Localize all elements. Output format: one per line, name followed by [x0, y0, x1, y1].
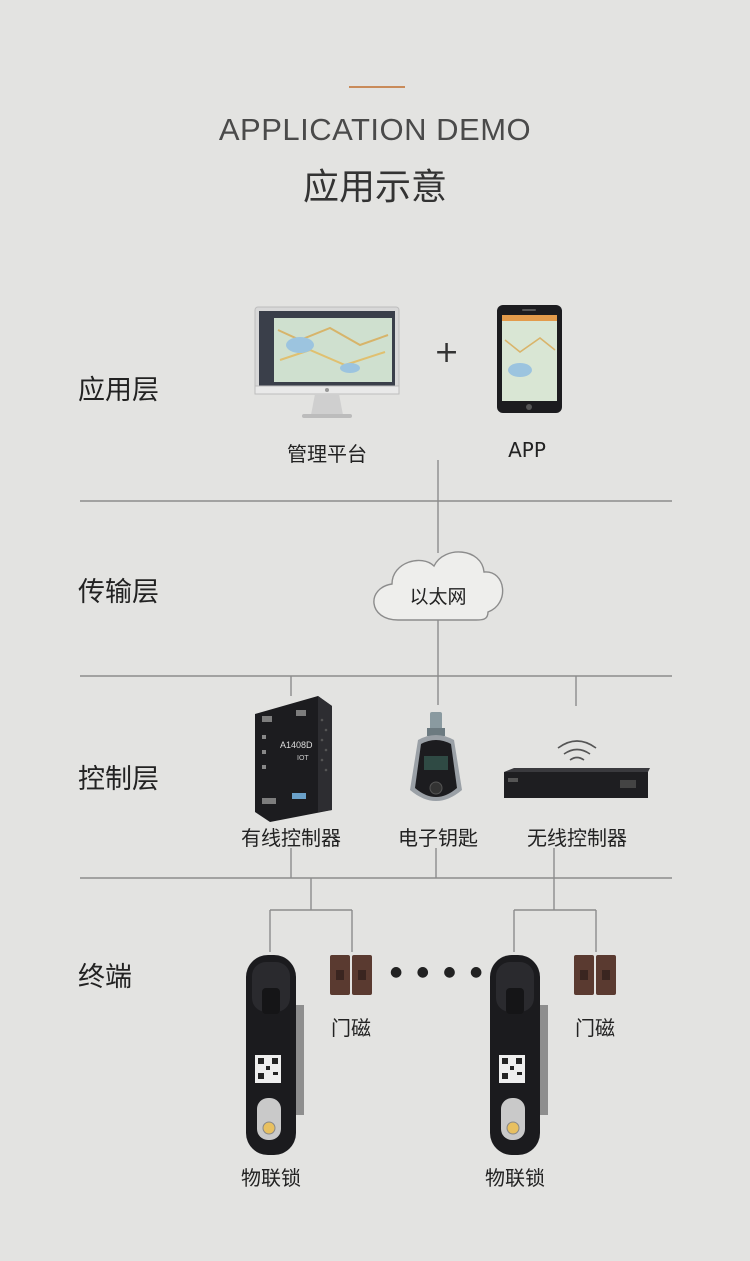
layer-label-terminal: 终端 — [78, 962, 132, 993]
smartphone-icon — [497, 305, 562, 413]
wireless-controller-label: 无线控制器 — [527, 826, 627, 850]
cloud-icon — [373, 551, 504, 621]
door-sensor-icon-2 — [574, 955, 616, 995]
title-english: APPLICATION DEMO — [218, 112, 532, 147]
electronic-key-label: 电子钥匙 — [398, 826, 478, 850]
electronic-key-icon — [410, 712, 462, 801]
wireless-controller-icon — [504, 740, 650, 798]
wifi-icon — [557, 740, 597, 761]
iot-lock-icon-2 — [490, 955, 548, 1155]
layer-label-application: 应用层 — [78, 375, 159, 406]
door-sensor-label-1: 门磁 — [331, 1016, 371, 1040]
app-label: APP — [508, 438, 546, 462]
iot-lock-label-2: 物联锁 — [485, 1166, 545, 1190]
wired-controller-icon: A1408D IOT — [255, 696, 332, 822]
controller-model-text: A1408D — [280, 740, 313, 750]
platform-label: 管理平台 — [287, 442, 367, 466]
wired-controller-label: 有线控制器 — [241, 826, 341, 850]
layer-label-transport: 传输层 — [78, 577, 159, 608]
iot-lock-label-1: 物联锁 — [241, 1166, 301, 1190]
door-sensor-label-2: 门磁 — [575, 1016, 615, 1040]
title-chinese: 应用示意 — [302, 167, 447, 208]
ellipsis: ● ● ● ● — [390, 964, 488, 980]
connector-lines — [80, 460, 672, 952]
ethernet-label: 以太网 — [409, 586, 467, 608]
door-sensor-icon-1 — [330, 955, 372, 995]
plus-sign: + — [434, 335, 460, 370]
iot-lock-icon-1 — [246, 955, 304, 1155]
layer-label-control: 控制层 — [78, 764, 159, 795]
accent-line — [349, 86, 405, 88]
controller-sub-text: IOT — [297, 755, 309, 762]
monitor-icon — [254, 306, 400, 418]
